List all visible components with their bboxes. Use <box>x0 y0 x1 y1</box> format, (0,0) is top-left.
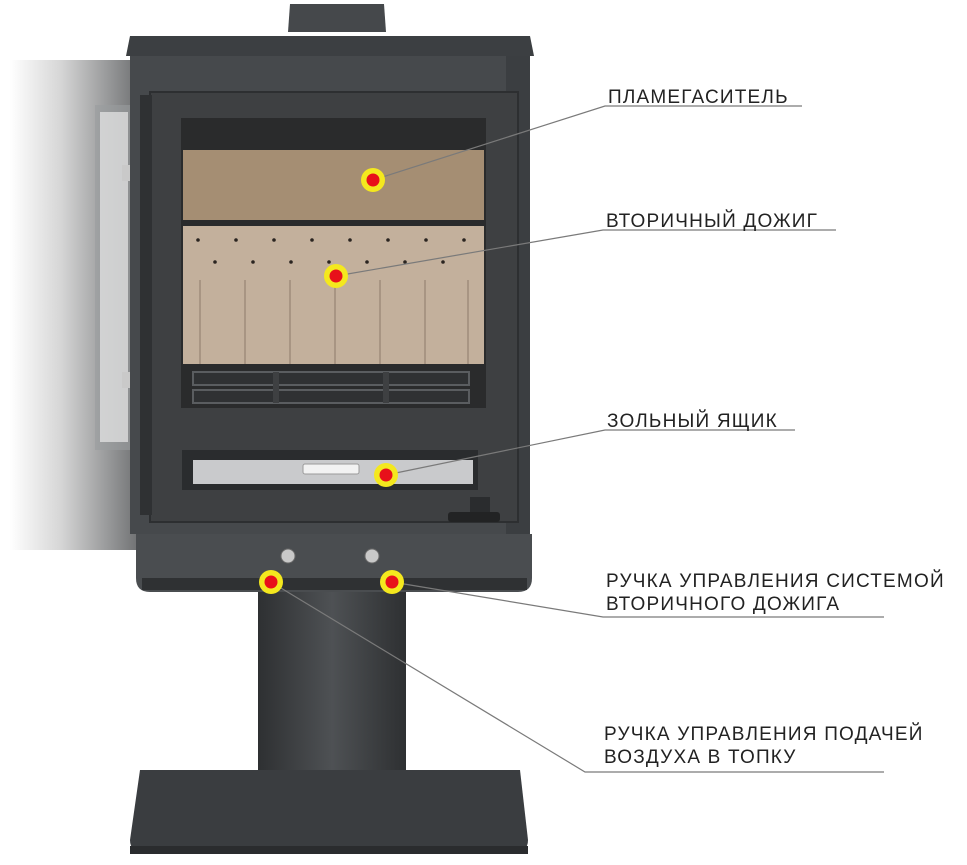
door-hinge <box>140 95 152 515</box>
air-hole <box>196 238 200 242</box>
label-line: ВТОРИЧНЫЙ ДОЖИГ <box>606 211 819 232</box>
firebox <box>181 118 486 408</box>
air-hole <box>289 260 293 264</box>
label-line: ЗОЛЬНЫЙ ЯЩИК <box>607 411 778 432</box>
air-hole <box>403 260 407 264</box>
air-hole <box>462 238 466 242</box>
lower-base <box>136 534 532 592</box>
pedestal <box>258 592 406 812</box>
leader-line-air-supply-handle <box>270 581 884 773</box>
label-line: РУЧКА УПРАВЛЕНИЯ СИСТЕМОЙ <box>606 571 945 592</box>
label-air-supply-handle: РУЧКА УПРАВЛЕНИЯ ПОДАЧЕЙ ВОЗДУХА В ТОПКУ <box>604 723 924 769</box>
leader-line-secondary-burn <box>335 229 836 277</box>
marker-dot-flame-deflector <box>366 173 380 187</box>
label-line: ВТОРИЧНОГО ДОЖИГА <box>606 594 841 615</box>
label-line: ВОЗДУХА В ТОПКУ <box>604 747 797 768</box>
marker-dot-air-supply-handle <box>264 575 278 589</box>
leader-line-secondary-burn-handle <box>391 581 884 618</box>
ash-drawer-unit <box>182 450 478 490</box>
label-secondary-burn-handle: РУЧКА УПРАВЛЕНИЯ СИСТЕМОЙ ВТОРИЧНОГО ДОЖ… <box>606 570 945 616</box>
foot-plate <box>130 770 528 854</box>
air-hole <box>234 238 238 242</box>
air-hole <box>348 238 352 242</box>
air-hole <box>251 260 255 264</box>
label-ash-drawer: ЗОЛЬНЫЙ ЯЩИК <box>607 410 778 433</box>
label-line: ПЛАМЕГАСИТЕЛЬ <box>608 87 789 108</box>
air-hole <box>213 260 217 264</box>
marker-dot-ash-drawer <box>379 468 393 482</box>
marker-dot-secondary-burn <box>329 269 343 283</box>
air-hole <box>327 260 331 264</box>
leader-line-flame-deflector <box>372 105 802 181</box>
label-secondary-burn: ВТОРИЧНЫЙ ДОЖИГ <box>606 210 818 233</box>
leader-line-ash-drawer <box>385 429 795 476</box>
label-flame-deflector: ПЛАМЕГАСИТЕЛЬ <box>608 86 789 109</box>
marker-dot-secondary-burn-handle <box>385 575 399 589</box>
secondary-air-holes <box>196 238 466 264</box>
top-plate <box>126 36 534 56</box>
air-hole <box>365 260 369 264</box>
air-hole <box>272 238 276 242</box>
callout-markers <box>259 168 404 594</box>
door-latch <box>448 497 500 522</box>
air-hole <box>310 238 314 242</box>
air-hole <box>424 238 428 242</box>
label-line: РУЧКА УПРАВЛЕНИЯ ПОДАЧЕЙ <box>604 724 924 745</box>
air-hole <box>441 260 445 264</box>
leader-lines <box>270 105 884 773</box>
flue-collar <box>288 4 386 32</box>
air-hole <box>386 238 390 242</box>
